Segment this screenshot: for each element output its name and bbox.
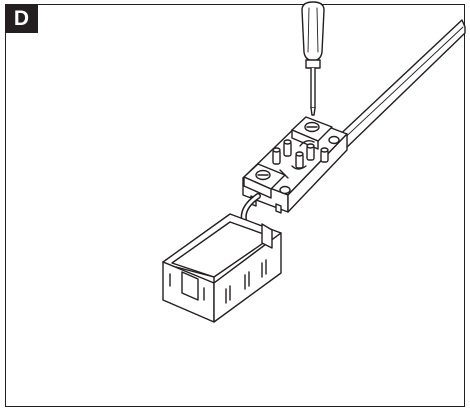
- illustration-frame: [5, 4, 465, 407]
- screwdriver-icon: [301, 1, 325, 116]
- cable: [331, 19, 466, 151]
- step-label: D: [5, 4, 38, 33]
- cover-housing: [162, 213, 282, 323]
- junction-block: [242, 116, 348, 214]
